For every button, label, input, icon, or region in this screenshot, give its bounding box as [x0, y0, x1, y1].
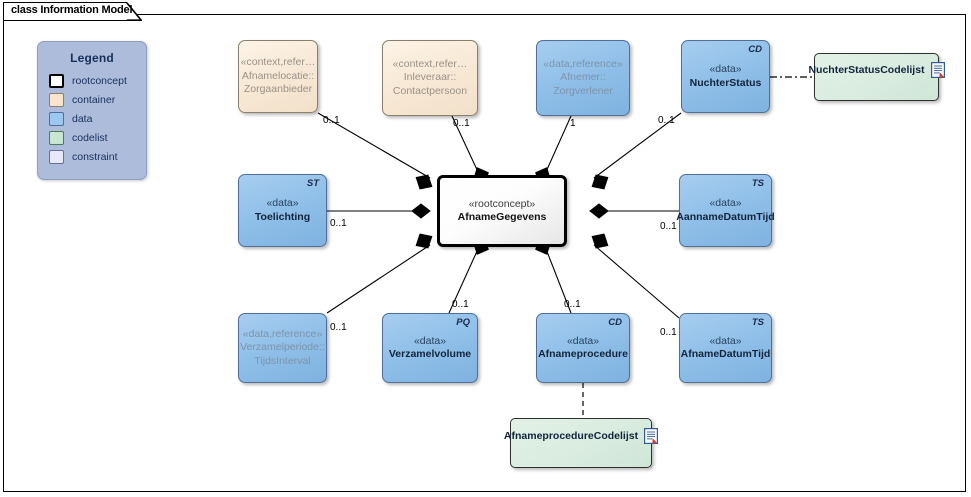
legend-swatch-constraint: [49, 150, 64, 164]
legend-item-constraint: constraint: [49, 148, 146, 166]
class-afnamedatumtijd[interactable]: TS «data» AfnameDatumTijd: [679, 313, 772, 383]
classname-verzamelperiode-line2: TijdsInterval: [254, 354, 311, 367]
classname-inleveraar-line2: Contactpersoon: [392, 84, 468, 97]
diagram-frame-tab-corner: [126, 2, 142, 21]
legend-items: rootconcept container data codelist cons…: [38, 72, 146, 166]
document-icon: [930, 62, 945, 78]
legend-title: Legend: [70, 51, 114, 65]
stereotype-afnemer: «data,reference»: [543, 57, 623, 70]
legend-item-rootconcept: rootconcept: [49, 72, 146, 90]
document-icon: [644, 428, 659, 444]
multiplicity-afnameprocedure: 0..1: [564, 299, 581, 310]
multiplicity-nuchterstatus: 0..1: [658, 115, 675, 126]
classname-inleveraar-line1: Inleveraar::: [403, 71, 457, 84]
classname-nuchterstatus: NuchterStatus: [689, 76, 762, 89]
multiplicity-verzamelperiode: 0..1: [330, 322, 347, 333]
class-inleveraar-contactpersoon[interactable]: «context,refer… Inleveraar:: Contactpers…: [382, 40, 478, 116]
classname-afnamelocatie-line1: Afnamelocatie::: [241, 69, 315, 82]
classname-afnamelocatie-line2: Zorgaanbieder: [243, 83, 313, 96]
class-verzamelperiode-tijdsinterval[interactable]: «data,reference» Verzamelperiode:: Tijds…: [238, 313, 327, 383]
multiplicity-afnemer: 1: [570, 118, 576, 129]
class-nuchterstatus[interactable]: CD «data» NuchterStatus: [681, 40, 770, 113]
classname-afnamedatumtijd: AfnameDatumTijd: [680, 348, 771, 360]
multiplicity-afnamedatumtijd: 0..1: [660, 327, 677, 338]
legend-label-constraint: constraint: [72, 151, 118, 163]
stereotype-afnamedatumtijd: «data»: [709, 334, 742, 347]
legend-label-container: container: [72, 94, 116, 106]
stereotype-verzamelvolume: «data»: [413, 334, 447, 347]
stereotype-aannamedatumtijd: «data»: [709, 197, 742, 209]
multiplicity-afnamelocatie: 0..1: [323, 115, 340, 126]
classname-aannamedatumtijd: AannameDatumTijd: [676, 210, 775, 223]
typetag-aannamedatumtijd: TS: [751, 178, 764, 189]
class-verzamelvolume[interactable]: PQ «data» Verzamelvolume: [382, 313, 478, 383]
classname-verzamelvolume: Verzamelvolume: [388, 348, 472, 360]
legend-label-codelist: codelist: [72, 132, 108, 144]
multiplicity-inleveraar: 0..1: [453, 118, 470, 129]
legend-item-container: container: [49, 91, 146, 109]
stereotype-inleveraar: «context,refer…: [392, 57, 468, 70]
classname-afnameprocedurecodelijst: AfnameprocedureCodelijst: [503, 430, 639, 442]
legend-swatch-codelist: [49, 131, 64, 145]
legend-label-data: data: [72, 113, 93, 125]
classname-afnemer-line2: Zorgverlener: [553, 84, 613, 97]
class-afnemer-zorgverlener[interactable]: «data,reference» Afnemer:: Zorgverlener: [536, 40, 630, 116]
legend-label-rootconcept: rootconcept: [72, 75, 127, 87]
stereotype-nuchterstatus: «data»: [709, 63, 742, 75]
legend-swatch-container: [49, 93, 64, 107]
class-afnameprocedure[interactable]: CD «data» Afnameprocedure: [536, 313, 630, 383]
classname-verzamelperiode-line1: Verzamelperiode::: [240, 341, 325, 354]
typetag-afnamedatumtijd: TS: [751, 317, 764, 328]
legend-panel: Legend rootconcept container data codeli…: [37, 41, 147, 180]
stereotype-afnameprocedure: «data»: [566, 334, 600, 347]
classname-nuchterstatuscodelijst: NuchterStatusCodelijst: [808, 64, 925, 76]
stereotype-toelichting: «data»: [266, 197, 299, 209]
diagram-title: class Information Model: [11, 4, 133, 16]
class-afnamegegevens-rootconcept[interactable]: «rootconcept» AfnameGegevens: [437, 175, 567, 247]
classname-afnamegegevens: AfnameGegevens: [457, 211, 547, 223]
stereotype-afnamelocatie: «context,refer…: [240, 56, 316, 69]
multiplicity-verzamelvolume: 0..1: [452, 299, 469, 310]
legend-item-codelist: codelist: [49, 129, 146, 147]
classname-toelichting: Toelichting: [254, 210, 311, 223]
typetag-afnameprocedure: CD: [608, 317, 622, 328]
diagram-frame-tab: [3, 2, 127, 21]
classname-afnemer-line1: Afnemer::: [560, 71, 606, 84]
class-afnamelocatie-zorgaanbieder[interactable]: «context,refer… Afnamelocatie:: Zorgaanb…: [238, 40, 318, 113]
legend-swatch-data: [49, 112, 64, 126]
typetag-verzamelvolume: PQ: [456, 317, 470, 328]
class-toelichting[interactable]: ST «data» Toelichting: [238, 174, 327, 247]
class-afnameprocedurecodelijst[interactable]: AfnameprocedureCodelijst: [504, 418, 659, 468]
stereotype-verzamelperiode: «data,reference»: [242, 327, 323, 340]
legend-swatch-rootconcept: [49, 74, 64, 88]
class-nuchterstatuscodelijst[interactable]: NuchterStatusCodelijst: [808, 53, 945, 101]
legend-item-data: data: [49, 110, 146, 128]
typetag-toelichting: ST: [306, 178, 319, 189]
stereotype-rootconcept: «rootconcept»: [468, 197, 536, 210]
classname-afnameprocedure: Afnameprocedure: [538, 348, 628, 360]
multiplicity-toelichting: 0..1: [330, 218, 347, 229]
class-aannamedatumtijd[interactable]: TS «data» AannameDatumTijd: [676, 174, 775, 247]
typetag-nuchterstatus: CD: [748, 44, 762, 55]
multiplicity-aannamedatumtijd: 0..1: [660, 221, 677, 232]
